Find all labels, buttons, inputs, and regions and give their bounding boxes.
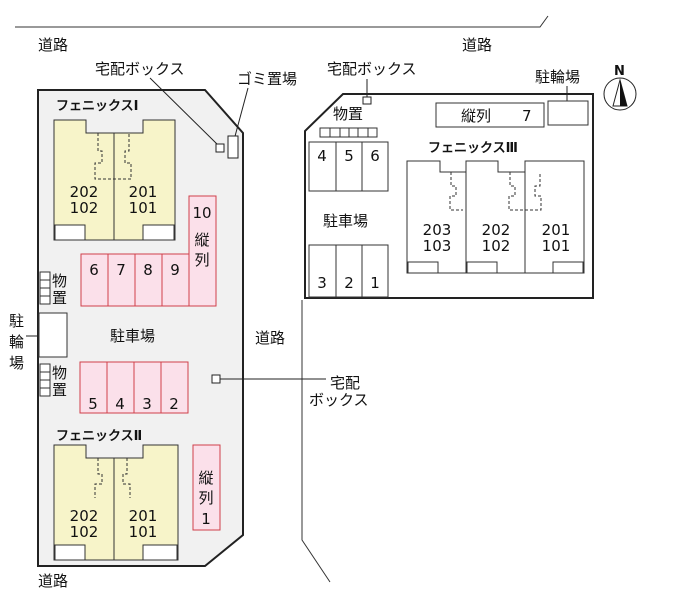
unit-label: 101 — [129, 523, 158, 541]
parking-space-number: 1 — [370, 274, 380, 292]
tandem-label: 縦 — [198, 469, 213, 487]
unit-label: 201 — [542, 221, 571, 239]
unit-label: 201 — [129, 183, 158, 201]
unit-label: 203 — [423, 221, 452, 239]
parking-space-number: 7 — [116, 261, 126, 279]
storage-1 — [39, 271, 51, 305]
parking-label: 駐車場 — [110, 327, 155, 345]
storage-label: 置 — [52, 381, 67, 399]
unit-label: 202 — [482, 221, 511, 239]
parking-space-number: 4 — [115, 395, 125, 413]
unit-label: 201 — [129, 507, 158, 525]
tandem-parking-7 — [435, 102, 545, 128]
leader-line — [149, 77, 220, 147]
unit-label: 202 — [70, 183, 99, 201]
parking-row-1-3 — [308, 244, 389, 298]
tandem-label: 列 — [198, 489, 213, 507]
storage-label: 置 — [52, 289, 67, 307]
parking-label-3: 駐車場 — [323, 212, 368, 230]
unit-label: 103 — [423, 237, 452, 255]
road-edge-top — [15, 15, 549, 28]
storage-label: 物 — [52, 272, 67, 290]
unit-label: 101 — [129, 199, 158, 217]
leader-line — [233, 87, 249, 141]
unit-label: 102 — [70, 199, 99, 217]
parking-space-number: 5 — [344, 147, 354, 165]
tandem-label: 列 — [194, 251, 209, 269]
bicycle-label-3: 駐輪場 — [535, 68, 580, 86]
delivery-box-label-2: 宅配 — [330, 374, 360, 392]
parking-space-number: 8 — [143, 261, 153, 279]
bicycle-area-3 — [547, 100, 589, 126]
unit-label: 102 — [70, 523, 99, 541]
bicycle-label: 輪 — [9, 333, 24, 351]
storage-3 — [319, 127, 378, 138]
north-arrow — [603, 77, 637, 111]
building-3-title: フェニックスⅢ — [428, 141, 518, 156]
unit-label: 101 — [542, 237, 571, 255]
delivery-box-1 — [215, 143, 225, 153]
parking-row-4-6 — [308, 141, 389, 192]
north-label: N — [614, 64, 625, 79]
delivery-box-label-3: 宅配ボックス — [327, 60, 417, 78]
bicycle-label: 駐 — [9, 312, 24, 330]
parking-space-number: 3 — [317, 274, 327, 292]
road-label-bottom-left: 道路 — [38, 572, 68, 590]
storage-label: 物置 — [333, 105, 363, 123]
garbage-label: ゴミ置場 — [237, 70, 297, 88]
parking-space-number: 9 — [170, 261, 180, 279]
parking-space-number: 1 — [201, 510, 211, 528]
road-edge-middle — [301, 300, 331, 583]
building-3 — [406, 160, 585, 274]
parking-space-number: 7 — [522, 107, 532, 125]
road-label-middle: 道路 — [255, 329, 285, 347]
delivery-box-label-2: ボックス — [309, 391, 369, 409]
delivery-box-3 — [362, 96, 372, 105]
parking-row-bottom — [79, 361, 189, 414]
garbage-area — [227, 135, 239, 159]
storage-2 — [39, 363, 51, 397]
parking-space-number: 6 — [89, 261, 99, 279]
unit-label: 102 — [482, 237, 511, 255]
tandem-label: 縦列 — [461, 107, 491, 125]
parking-space-number: 5 — [88, 395, 98, 413]
parking-space-number: 4 — [317, 147, 327, 165]
building-1-title: フェニックスⅠ — [56, 99, 138, 114]
storage-label: 物 — [52, 364, 67, 382]
parking-space-number: 6 — [370, 147, 380, 165]
unit-label: 202 — [70, 507, 99, 525]
building-1 — [53, 119, 176, 241]
delivery-box-2 — [211, 374, 221, 384]
tandem-parking-1 — [192, 444, 221, 531]
bicycle-label: 場 — [9, 354, 24, 372]
parking-space-number: 10 — [192, 204, 211, 222]
road-label-top-right: 道路 — [462, 36, 492, 54]
parking-row-top — [80, 195, 217, 307]
parking-space-number: 2 — [344, 274, 354, 292]
delivery-box-label-1: 宅配ボックス — [95, 60, 185, 78]
bicycle-area — [38, 312, 68, 358]
road-label-top-left: 道路 — [38, 36, 68, 54]
parking-space-number: 2 — [169, 395, 179, 413]
parking-space-number: 3 — [142, 395, 152, 413]
building-2 — [53, 444, 179, 561]
building-2-title: フェニックスⅡ — [56, 429, 142, 444]
tandem-label: 縦 — [194, 231, 209, 249]
